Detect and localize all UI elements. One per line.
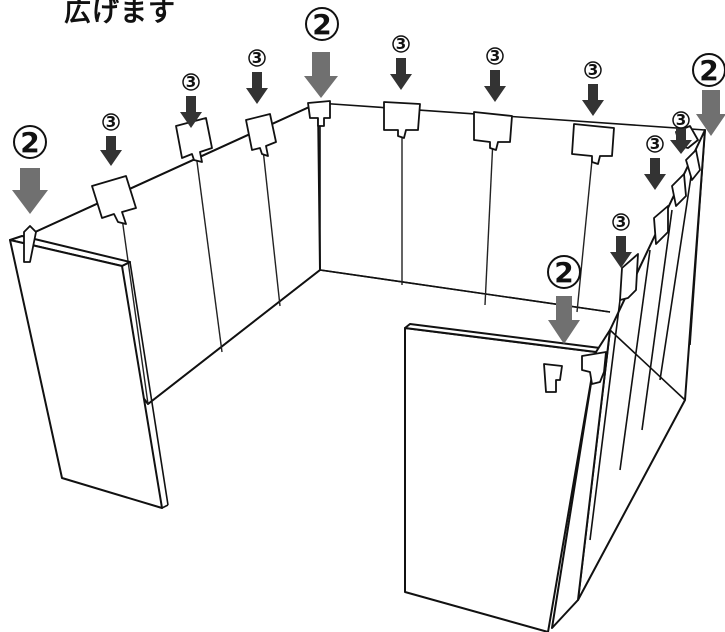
step3-label: 3 <box>616 213 626 231</box>
hook-1 <box>92 176 136 224</box>
step2-label: 2 <box>20 126 39 159</box>
hook-6 <box>474 112 512 150</box>
step3-label: 3 <box>106 113 116 131</box>
hook-3 <box>246 114 276 156</box>
front-left-board <box>10 226 168 508</box>
arrow-down-icon <box>582 84 604 116</box>
step3-label: 3 <box>588 61 598 79</box>
step2-label: 2 <box>312 8 331 41</box>
arrow-down-icon <box>644 158 666 190</box>
step3-label: 3 <box>252 49 262 67</box>
arrow-down-icon <box>390 58 412 90</box>
arrow-down-icon <box>484 70 506 102</box>
arrow-down-icon <box>100 136 122 166</box>
hook-4 <box>308 101 330 126</box>
hook-5 <box>384 102 420 138</box>
step3-label: 3 <box>186 73 196 91</box>
front-right-board <box>405 324 610 632</box>
step3-label: 3 <box>490 47 500 65</box>
arrow-down-icon <box>246 72 268 104</box>
step3-label: 3 <box>676 111 686 129</box>
arrow-down-icon <box>12 168 48 214</box>
step3-label: 3 <box>396 35 406 53</box>
step2-label: 2 <box>554 256 573 289</box>
step3-label: 3 <box>650 135 660 153</box>
hook-7 <box>572 124 614 164</box>
hook-2 <box>176 118 212 162</box>
step2-label: 2 <box>699 54 718 87</box>
arrow-down-icon <box>304 52 338 98</box>
